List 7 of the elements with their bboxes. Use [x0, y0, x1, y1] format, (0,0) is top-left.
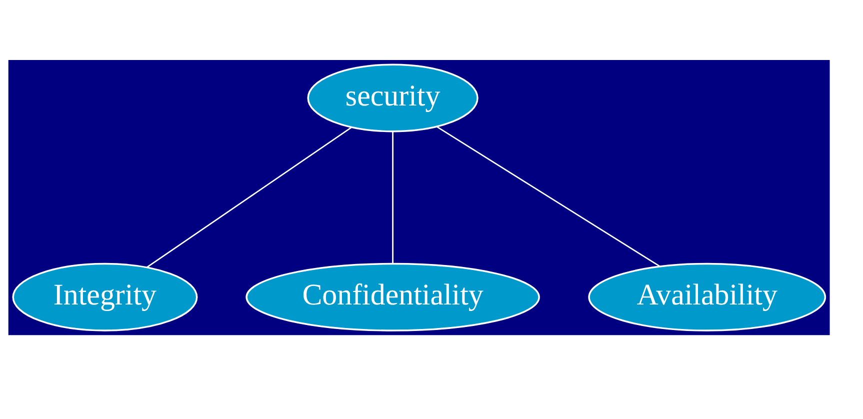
- node-ellipse: Integrity: [12, 262, 198, 331]
- connector: [146, 126, 352, 268]
- connector: [392, 131, 394, 264]
- node-ellipse: Confidentiality: [246, 262, 540, 331]
- connector: [436, 126, 660, 266]
- node-ellipse: security: [307, 63, 478, 132]
- node-ellipse: Availability: [588, 262, 826, 331]
